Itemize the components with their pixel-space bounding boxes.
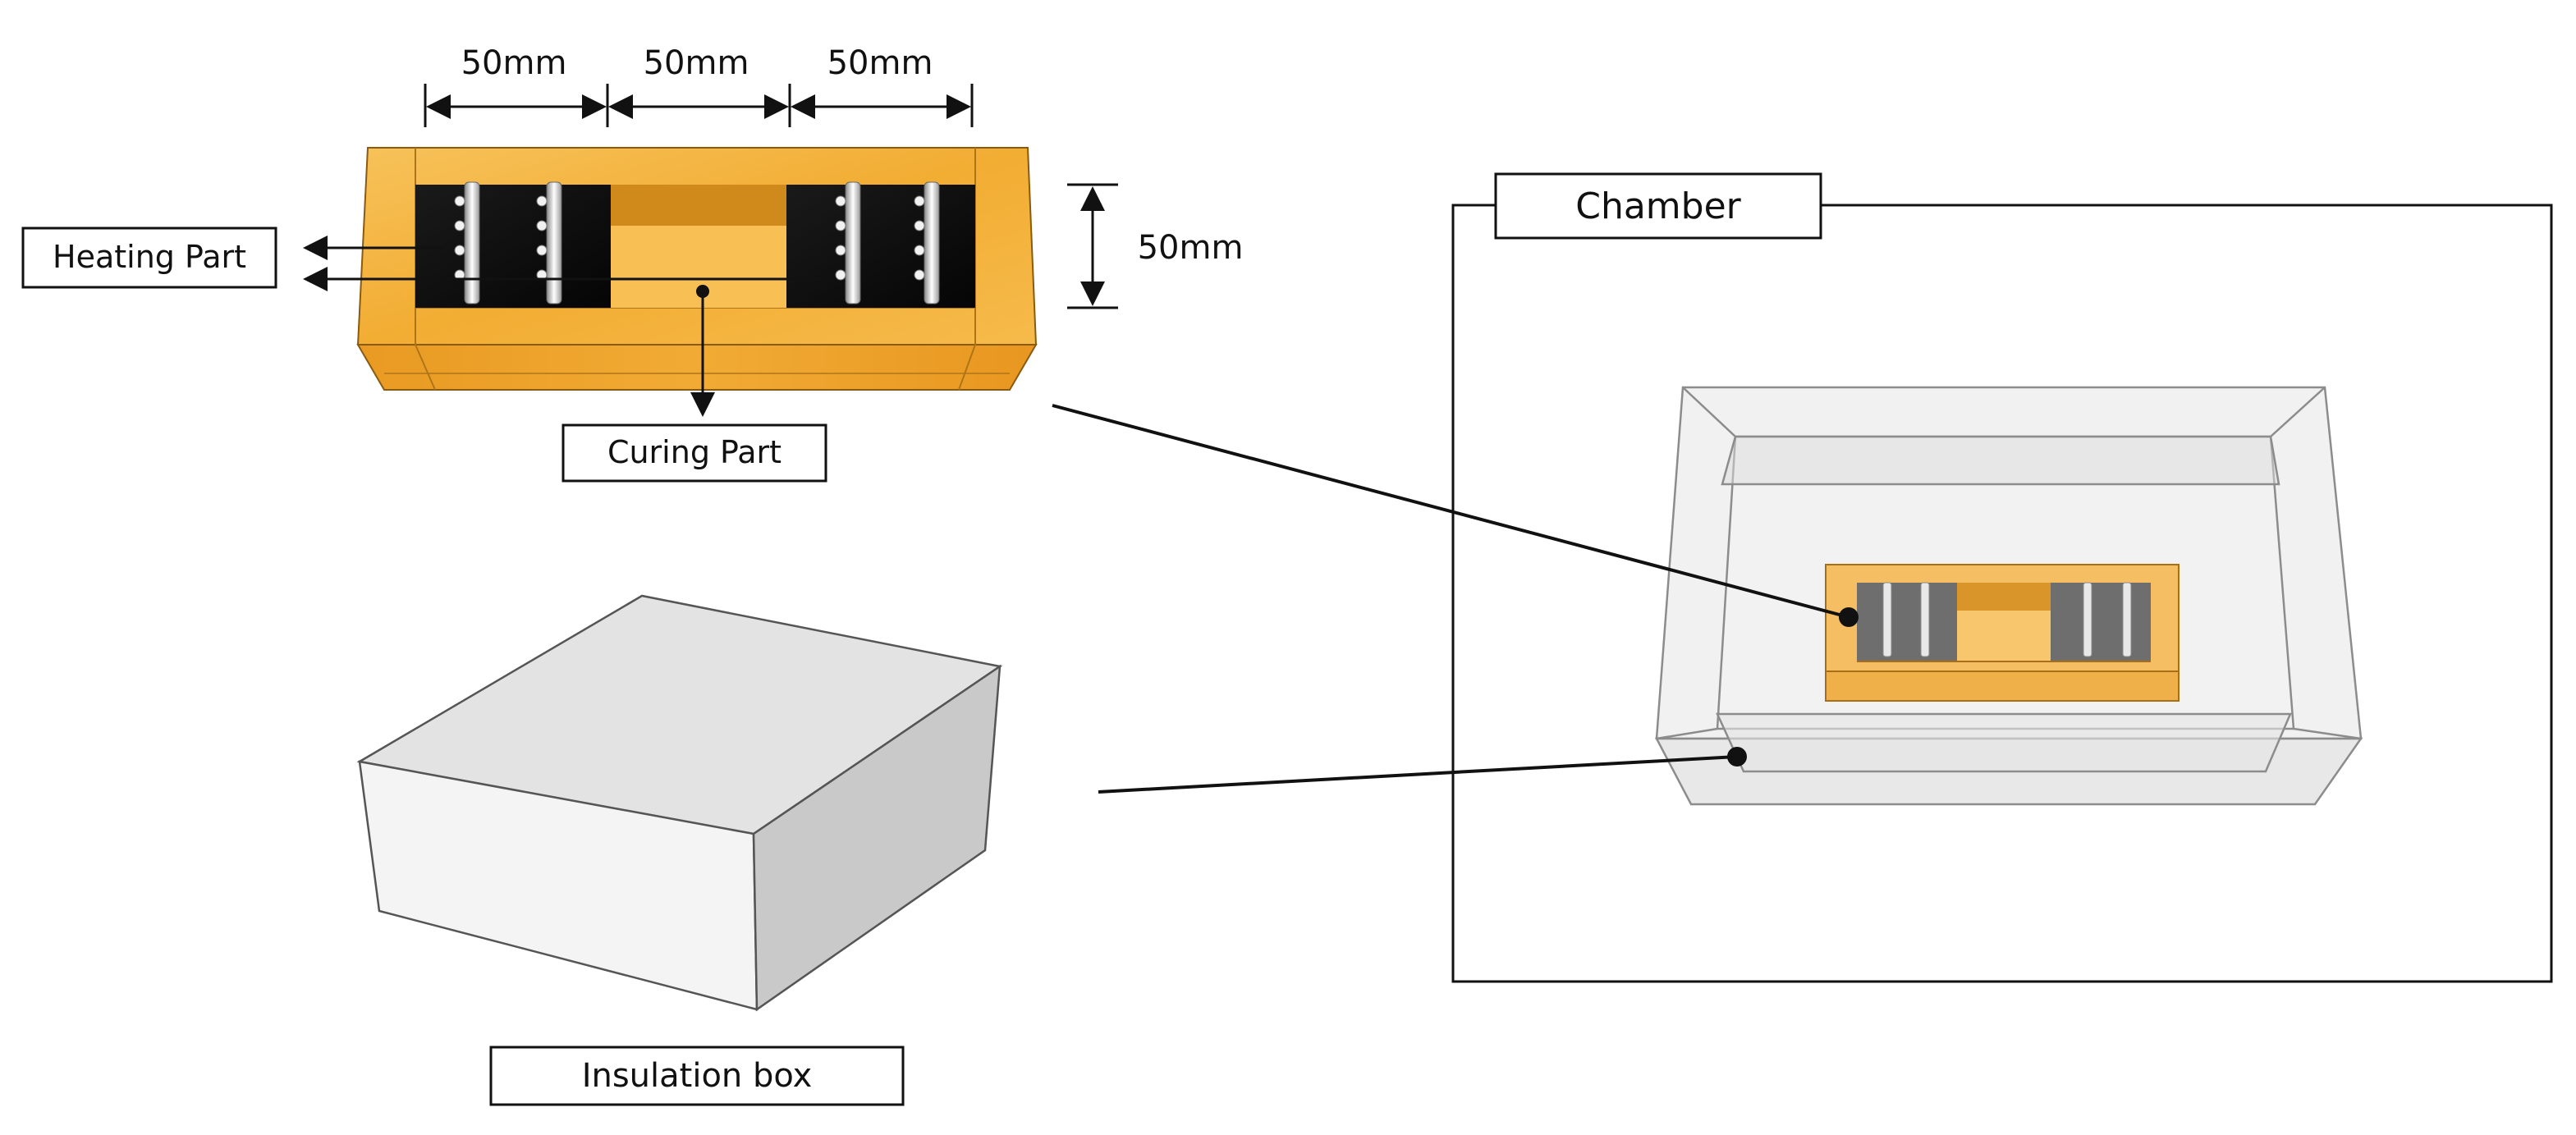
heating-part-leaders xyxy=(303,236,821,291)
heating-part-label-box xyxy=(21,227,277,289)
chamber-label: Chamber xyxy=(1575,185,1741,227)
insulation-box-label: Insulation box xyxy=(582,1057,813,1095)
insulation-box-label-box xyxy=(489,1046,905,1106)
curing-part-leader xyxy=(690,285,715,417)
chamber: Chamber xyxy=(1052,172,2553,983)
side-dimension xyxy=(1067,183,1118,309)
dimension-label-top-3: 50mm xyxy=(827,44,933,82)
insulation-box: Insulation box xyxy=(356,594,1003,1106)
chamber-label-box xyxy=(1494,172,1822,240)
dimension-label-top-2: 50mm xyxy=(644,44,749,82)
top-dimensions xyxy=(424,84,974,127)
heating-block-left xyxy=(415,185,611,308)
dimension-label-side: 50mm xyxy=(1138,229,1244,267)
dimension-label-top-1: 50mm xyxy=(461,44,567,82)
insulation-box-side xyxy=(752,664,1002,1012)
mold-front-face xyxy=(356,344,1038,391)
chamber-mold xyxy=(1825,564,2180,702)
curing-part-label-box xyxy=(561,423,827,483)
mold-assembly: 50mm 50mm 50mm 50mm Heating Part Curing … xyxy=(21,44,1244,483)
curing-part-label: Curing Part xyxy=(607,434,782,470)
chamber-outline xyxy=(1451,204,2553,983)
heating-block-right xyxy=(786,185,975,308)
chamber-leaders xyxy=(1052,404,1859,794)
curing-cavity xyxy=(611,185,786,226)
heater-rods xyxy=(454,181,940,304)
heating-part-label: Heating Part xyxy=(53,239,246,275)
